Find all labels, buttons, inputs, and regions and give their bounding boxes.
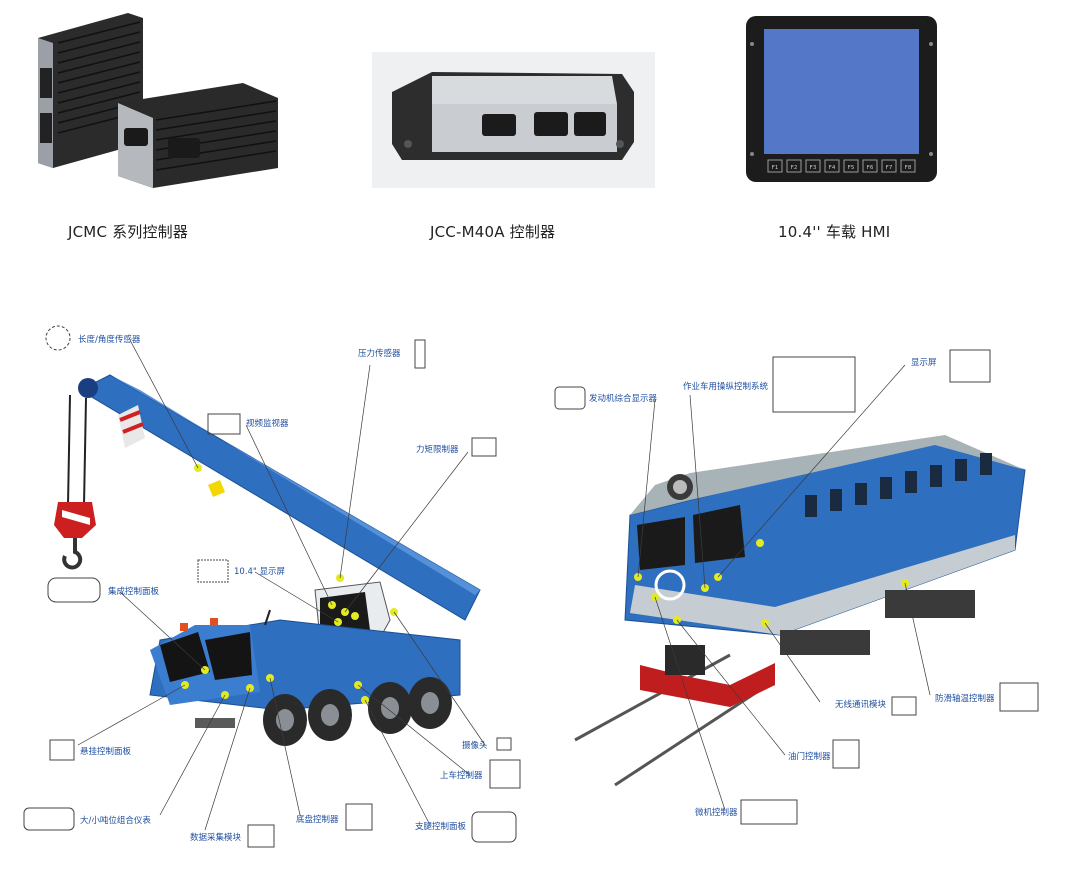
video-monitor-icon — [207, 413, 241, 435]
caption-jcc-m40a: JCC-M40A 控制器 — [430, 223, 556, 241]
hmi-key-label: F5 — [848, 165, 855, 171]
display-104-icon — [197, 559, 229, 583]
label-display: 显示屏 — [911, 358, 937, 368]
hmi-key-label: F2 — [791, 165, 798, 171]
crane-diagram: 长度/角度传感器 压力传感器 视频监视器 力矩限制器 10.4" 显示屏 集成控… — [23, 325, 521, 848]
jcc-m40a-controller-image — [372, 52, 655, 188]
locomotive-diagram: 发动机综合显示器 作业车用操纵控制系统 显示屏 无线通讯模块 防滑轴温控制器 油… — [554, 349, 1039, 825]
hmi-key-f1[interactable] — [767, 159, 783, 173]
label-suspension-panel: 悬挂控制面板 — [80, 746, 132, 757]
hmi-key-f5[interactable] — [843, 159, 859, 173]
micro-controller-icon — [740, 799, 798, 825]
hmi-key-label: F6 — [867, 165, 874, 171]
label-video-monitor: 视频监视器 — [246, 418, 289, 429]
operation-console-icon — [772, 356, 856, 413]
wireless-module-icon — [891, 696, 917, 716]
integrated-panel-icon — [47, 577, 101, 603]
hmi-key-f4[interactable] — [824, 159, 840, 173]
pressure-sensor-icon — [414, 339, 426, 369]
hmi-key-f2[interactable] — [786, 159, 802, 173]
product-hmi: F1 F2 F3 F4 F5 F6 F7 F8 — [744, 14, 939, 184]
upper-controller-icon — [489, 759, 521, 789]
label-throttle-controller: 油门控制器 — [788, 751, 831, 762]
suspension-panel-icon — [49, 739, 75, 761]
outrigger-panel-icon — [471, 811, 517, 843]
throttle-controller-icon — [832, 739, 860, 769]
hmi-key-label: F8 — [905, 165, 912, 171]
jcmc-controller-image — [38, 13, 278, 188]
chassis-controller-icon — [345, 803, 373, 831]
data-module-icon — [247, 824, 275, 848]
label-wireless-module: 无线通讯模块 — [835, 699, 887, 710]
hmi-display-image: F1 F2 F3 F4 F5 F6 F7 F8 — [746, 16, 937, 182]
label-outrigger-panel: 支腿控制面板 — [415, 821, 467, 832]
hmi-key-label: F7 — [886, 165, 893, 171]
label-length-angle-sensor: 长度/角度传感器 — [78, 334, 141, 345]
hmi-key-f3[interactable] — [805, 159, 821, 173]
product-jcmc — [28, 8, 288, 188]
label-pressure-sensor: 压力传感器 — [358, 348, 401, 359]
label-camera: 摄像头 — [462, 740, 488, 751]
label-antislip-controller: 防滑轴温控制器 — [935, 693, 995, 704]
engine-display-icon — [554, 386, 586, 410]
label-engine-display: 发动机综合显示器 — [589, 393, 658, 404]
hmi-key-label: F3 — [810, 165, 817, 171]
label-micro-controller: 微机控制器 — [695, 807, 738, 818]
label-operation-system: 作业车用操纵控制系统 — [683, 381, 769, 392]
caption-jcmc: JCMC 系列控制器 — [68, 223, 189, 241]
label-torque-limiter: 力矩限制器 — [416, 444, 459, 455]
label-display-104: 10.4" 显示屏 — [234, 567, 286, 577]
label-data-module: 数据采集模块 — [190, 832, 242, 843]
label-combo-meter: 大/小吨位组合仪表 — [80, 815, 151, 826]
label-chassis-controller: 底盘控制器 — [296, 814, 339, 825]
combo-meter-icon — [23, 807, 75, 831]
camera-icon — [496, 737, 512, 751]
hmi-key-label: F1 — [772, 165, 779, 171]
product-jcc-m40a — [372, 52, 655, 188]
display-icon — [949, 349, 991, 383]
hmi-key-f8[interactable] — [900, 159, 916, 173]
hmi-key-label: F4 — [829, 165, 836, 171]
label-upper-controller: 上车控制器 — [440, 770, 483, 781]
hmi-key-f7[interactable] — [881, 159, 897, 173]
hmi-key-f6[interactable] — [862, 159, 878, 173]
label-integrated-panel: 集成控制面板 — [108, 586, 160, 597]
antislip-controller-icon — [999, 682, 1039, 712]
caption-hmi: 10.4'' 车载 HMI — [778, 223, 891, 241]
angle-sensor-icon — [45, 325, 71, 351]
torque-limiter-icon — [471, 437, 497, 457]
